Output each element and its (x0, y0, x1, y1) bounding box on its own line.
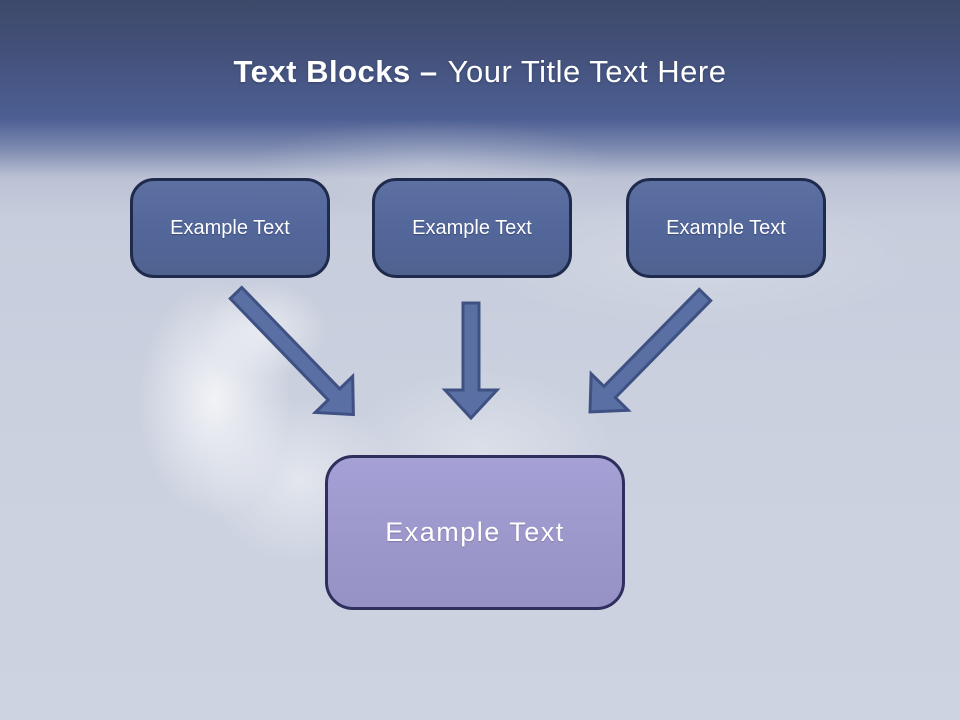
result-block-label: Example Text (385, 517, 565, 547)
text-block-1-label: Example Text (170, 216, 290, 239)
text-block-2: Example Text (372, 178, 572, 278)
slide-title-bold: Text Blocks – (233, 54, 438, 89)
text-block-3-label: Example Text (666, 216, 786, 239)
slide-title-regular: Your Title Text Here (447, 54, 727, 89)
slide-title: Text Blocks – Your Title Text Here (0, 52, 960, 92)
arrow-down-left-icon (588, 287, 713, 414)
text-block-3: Example Text (626, 178, 826, 278)
text-block-2-label: Example Text (412, 216, 532, 239)
arrow-down-right-icon (228, 285, 355, 417)
text-block-1: Example Text (130, 178, 330, 278)
arrow-down-icon (441, 301, 501, 421)
result-block: Example Text (325, 455, 625, 610)
